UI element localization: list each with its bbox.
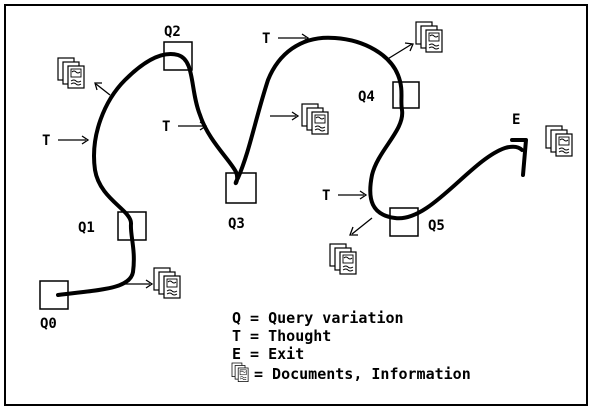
thought-label: T [162,119,170,135]
node-q4-box [392,81,420,109]
node-q2-box [163,41,193,71]
info-arrows [94,42,414,289]
thought-marker-4: T [322,188,367,204]
thought-label: T [42,133,50,149]
node-q2-label: Q2 [164,24,181,40]
node-q0-label: Q0 [40,316,57,332]
exit-label: E [512,112,520,128]
thought-label: T [322,188,330,204]
node-q0-box [39,280,69,310]
node-q3-box [225,172,257,204]
legend-query: Q = Query variation [232,309,404,327]
legend-documents: = Documents, Information [254,365,471,383]
node-q1-box [117,211,147,241]
thought-marker-1: T [42,133,89,149]
node-q1-label: Q1 [78,220,95,236]
thought-marker-2: T [162,119,207,135]
exit-arrowhead [510,138,528,177]
diagram-frame [4,4,588,406]
legend: Q = Query variation T = Thought E = Exit… [231,309,471,383]
legend-exit: E = Exit [232,345,304,363]
search-path-curve [56,35,524,297]
node-q3-label: Q3 [228,216,245,232]
node-q5-box [389,207,419,237]
thought-marker-3: T [262,31,309,47]
thought-label: T [262,31,270,47]
legend-thought: T = Thought [232,327,331,345]
node-q5-label: Q5 [428,218,445,234]
node-q4-label: Q4 [358,89,375,105]
